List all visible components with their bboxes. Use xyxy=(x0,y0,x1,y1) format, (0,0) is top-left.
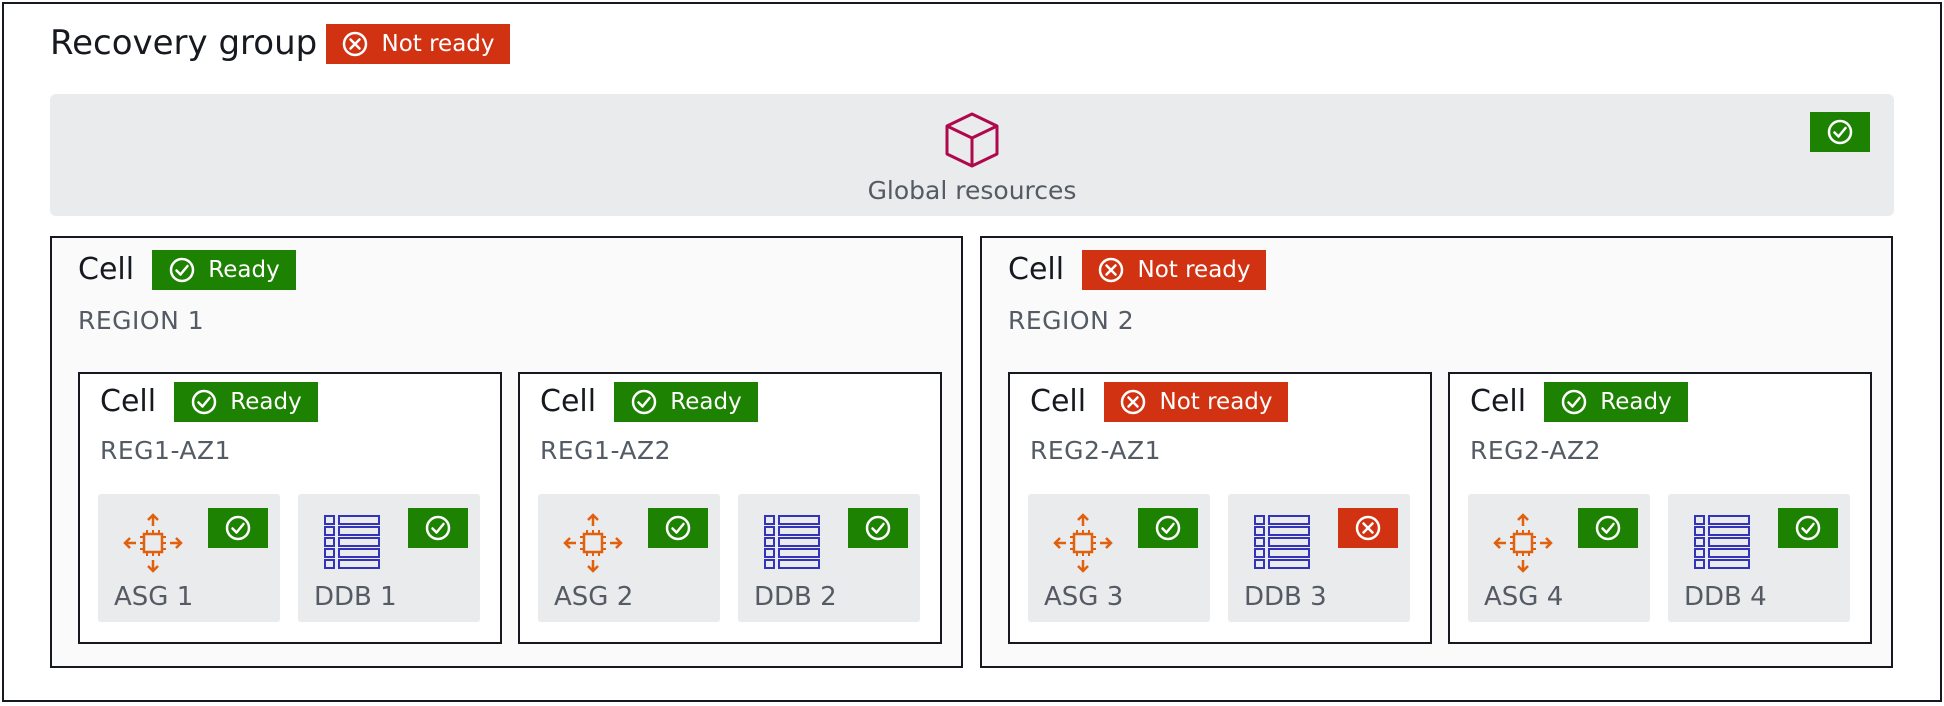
cell-title: Cell xyxy=(78,252,135,287)
cell-title: Cell xyxy=(540,384,597,419)
resource-label: DDB 1 xyxy=(314,582,397,612)
resource-card-ddb-1: DDB 1 xyxy=(298,494,480,622)
status-badge-label: Ready xyxy=(230,388,302,415)
check-circle-icon xyxy=(425,515,451,541)
check-circle-icon xyxy=(1827,119,1853,145)
x-circle-icon xyxy=(1355,515,1381,541)
status-badge: Not ready xyxy=(1104,382,1288,422)
database-table-icon xyxy=(1692,512,1754,578)
status-badge-label: Not ready xyxy=(381,30,495,57)
status-badge xyxy=(848,508,908,548)
auto-scaling-icon xyxy=(122,512,184,578)
status-badge: Ready xyxy=(174,382,318,422)
resource-label: DDB 4 xyxy=(1684,582,1767,612)
page-title: Recovery group xyxy=(50,23,318,63)
status-badge-label: Ready xyxy=(670,388,742,415)
resource-card-ddb-3: DDB 3 xyxy=(1228,494,1410,622)
status-badge-label: Ready xyxy=(1600,388,1672,415)
database-table-icon xyxy=(324,515,380,569)
check-circle-icon xyxy=(192,389,217,415)
database-table-icon xyxy=(322,512,384,578)
database-table-icon xyxy=(1252,512,1314,578)
region-label: REGION 2 xyxy=(1008,306,1135,335)
resource-label: ASG 4 xyxy=(1484,582,1564,612)
auto-scaling-icon xyxy=(1053,513,1113,573)
status-badge xyxy=(648,508,708,548)
database-table-icon xyxy=(1254,515,1310,569)
resource-label: DDB 2 xyxy=(754,582,837,612)
database-table-icon xyxy=(764,515,820,569)
resource-card-ddb-4: DDB 4 xyxy=(1668,494,1850,622)
x-circle-icon xyxy=(343,31,368,57)
x-circle-icon xyxy=(1099,257,1124,283)
resource-label: DDB 3 xyxy=(1244,582,1327,612)
status-badge: Ready xyxy=(152,250,296,290)
check-circle-icon xyxy=(1795,515,1821,541)
status-badge xyxy=(1338,508,1398,548)
resource-card-asg-2: ASG 2 xyxy=(538,494,720,622)
cell-title: Cell xyxy=(1470,384,1527,419)
x-circle-icon xyxy=(1121,389,1146,415)
status-badge xyxy=(408,508,468,548)
database-table-icon xyxy=(1694,515,1750,569)
auto-scaling-icon xyxy=(1492,512,1554,578)
status-badge xyxy=(1138,508,1198,548)
resource-card-asg-3: ASG 3 xyxy=(1028,494,1210,622)
auto-scaling-icon xyxy=(1052,512,1114,578)
zone-label: REG1-AZ2 xyxy=(540,436,672,465)
status-badge xyxy=(1578,508,1638,548)
database-table-icon xyxy=(762,512,824,578)
global-resources-label: Global resources xyxy=(867,176,1077,205)
check-circle-icon xyxy=(1562,389,1587,415)
cell-title: Cell xyxy=(1030,384,1087,419)
resource-card-ddb-2: DDB 2 xyxy=(738,494,920,622)
resource-label: ASG 1 xyxy=(114,582,194,612)
check-circle-icon xyxy=(632,389,657,415)
resource-card-asg-1: ASG 1 xyxy=(98,494,280,622)
zone-label: REG2-AZ2 xyxy=(1470,436,1602,465)
status-badge: Ready xyxy=(614,382,758,422)
global-resources-panel: Global resources xyxy=(50,94,1894,216)
cell-title: Cell xyxy=(100,384,157,419)
status-badge-label: Not ready xyxy=(1159,388,1273,415)
resource-card-asg-4: ASG 4 xyxy=(1468,494,1650,622)
check-circle-icon xyxy=(225,515,251,541)
status-badge-label: Not ready xyxy=(1137,256,1251,283)
status-badge: Not ready xyxy=(1082,250,1266,290)
auto-scaling-icon xyxy=(123,513,183,573)
resource-label: ASG 2 xyxy=(554,582,634,612)
check-circle-icon xyxy=(1155,515,1181,541)
cell-title: Cell xyxy=(1008,252,1065,287)
check-circle-icon xyxy=(665,515,691,541)
resource-label: ASG 3 xyxy=(1044,582,1124,612)
status-badge-label: Ready xyxy=(208,256,280,283)
status-badge: Not ready xyxy=(326,24,510,64)
zone-label: REG1-AZ1 xyxy=(100,436,232,465)
status-badge xyxy=(1810,112,1870,152)
cube-icon xyxy=(945,112,999,168)
auto-scaling-icon xyxy=(562,512,624,578)
check-circle-icon xyxy=(865,515,891,541)
status-badge xyxy=(1778,508,1838,548)
auto-scaling-icon xyxy=(1493,513,1553,573)
region-label: REGION 1 xyxy=(78,306,205,335)
status-badge xyxy=(208,508,268,548)
check-circle-icon xyxy=(170,257,195,283)
check-circle-icon xyxy=(1595,515,1621,541)
auto-scaling-icon xyxy=(563,513,623,573)
zone-label: REG2-AZ1 xyxy=(1030,436,1162,465)
status-badge: Ready xyxy=(1544,382,1688,422)
